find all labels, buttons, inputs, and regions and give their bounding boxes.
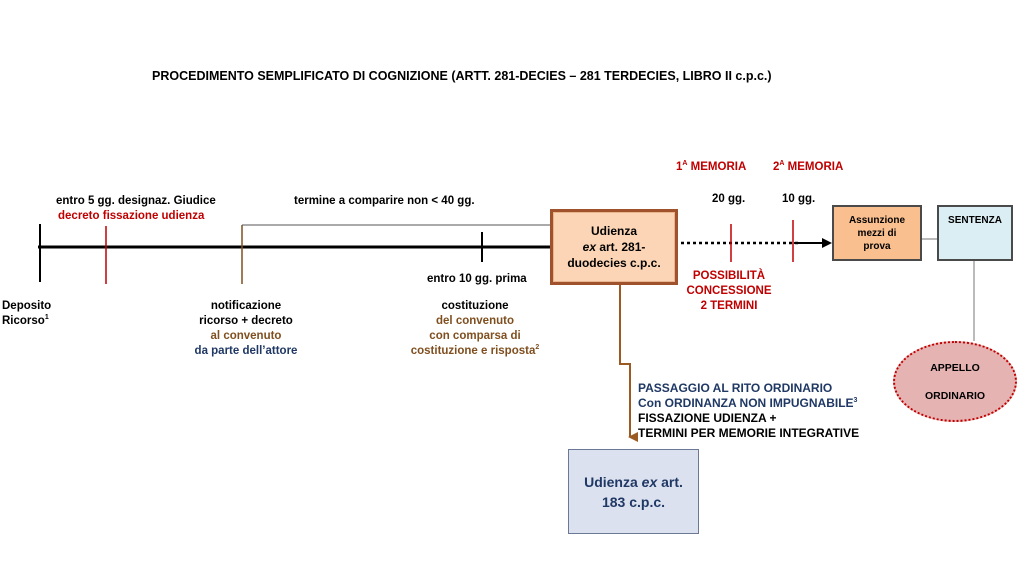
gg10-label: 10 gg. xyxy=(782,193,816,205)
decreto-label: decreto fissazione udienza xyxy=(58,210,205,222)
memoria2-label: 2A MEMORIA xyxy=(773,160,844,173)
passaggio-label: PASSAGGIO AL RITO ORDINARIO Con ORDINANZ… xyxy=(638,381,860,440)
memoria1-label: 1A MEMORIA xyxy=(676,160,747,173)
deposito-label: Deposito Ricorso1 xyxy=(2,300,52,327)
assunzione-box: Assunzione mezzi di prova xyxy=(832,205,922,261)
page-title: PROCEDIMENTO SEMPLIFICATO DI COGNIZIONE … xyxy=(152,69,772,83)
udienza-281-box: Udienza ex art. 281- duodecies c.p.c. xyxy=(550,209,678,285)
sentenza-box: SENTENZA xyxy=(937,205,1013,261)
termine-comparire-label: termine a comparire non < 40 gg. xyxy=(294,195,475,207)
udienza-183-box: Udienza ex art. 183 c.p.c. xyxy=(568,449,699,534)
entro5-label: entro 5 gg. designaz. Giudice xyxy=(56,195,216,207)
entro10-label: entro 10 gg. prima xyxy=(427,273,527,285)
possibilita-label: POSSIBILITÀ CONCESSIONE 2 TERMINI xyxy=(686,270,772,312)
path-passaggio xyxy=(619,285,638,442)
notificazione-label: notificazione ricorso + decreto al conve… xyxy=(194,300,298,357)
appello-ellipse: APPELLO ORDINARIO xyxy=(893,341,1017,422)
costituzione-label: costituzione del convenuto con comparsa … xyxy=(410,300,540,357)
gg20-label: 20 gg. xyxy=(712,193,746,205)
